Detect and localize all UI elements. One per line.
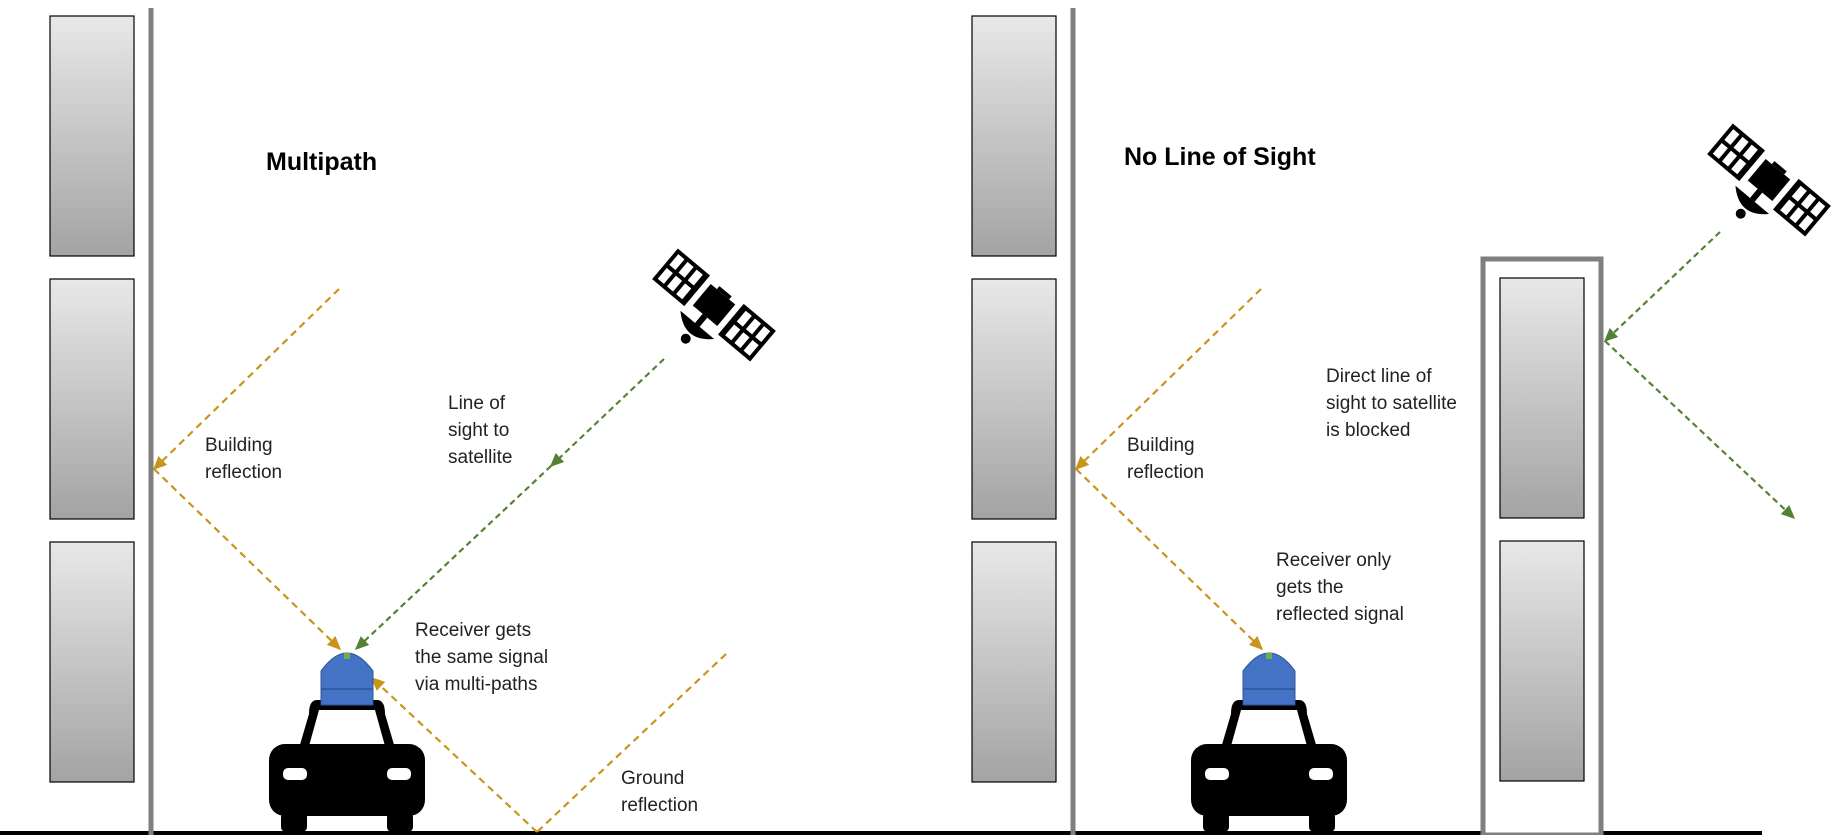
panel-title-no-line-of-sight: No Line of Sight (1124, 143, 1316, 171)
blocked-signal-path (1605, 232, 1720, 341)
car-icon (269, 700, 425, 832)
receiver-antenna-icon (1243, 653, 1295, 705)
panel-title-multipath: Multipath (266, 148, 377, 176)
panel-no-line-of-sight: No Line of Sight Direct line of sight to… (972, 8, 1831, 835)
label-ground-reflection: Ground reflection (621, 768, 698, 816)
building-icon (972, 8, 1073, 835)
direct-signal-path (551, 359, 664, 466)
label-building-reflection: Building reflection (1127, 435, 1204, 483)
satellite-icon (1688, 124, 1830, 259)
satellite-icon (633, 249, 775, 384)
car-icon (1191, 700, 1347, 832)
blocking-building-icon (1483, 259, 1601, 835)
blocked-signal-deflected (1605, 341, 1794, 518)
building-reflection-outgoing (1076, 469, 1262, 649)
label-receiver-multipath: Receiver gets the same signal via multi-… (415, 620, 553, 695)
building-icon (50, 8, 151, 835)
label-building-reflection: Building reflection (205, 435, 282, 483)
label-line-of-sight: Line of sight to satellite (448, 393, 515, 468)
receiver-antenna-icon (321, 653, 373, 705)
building-reflection-outgoing (154, 469, 340, 649)
label-receiver-only: Receiver only gets the reflected signal (1276, 550, 1404, 625)
label-direct-blocked: Direct line of sight to satellite is blo… (1326, 366, 1462, 441)
panel-multipath: Multipath Line of sight to satellite Bui… (50, 8, 776, 835)
